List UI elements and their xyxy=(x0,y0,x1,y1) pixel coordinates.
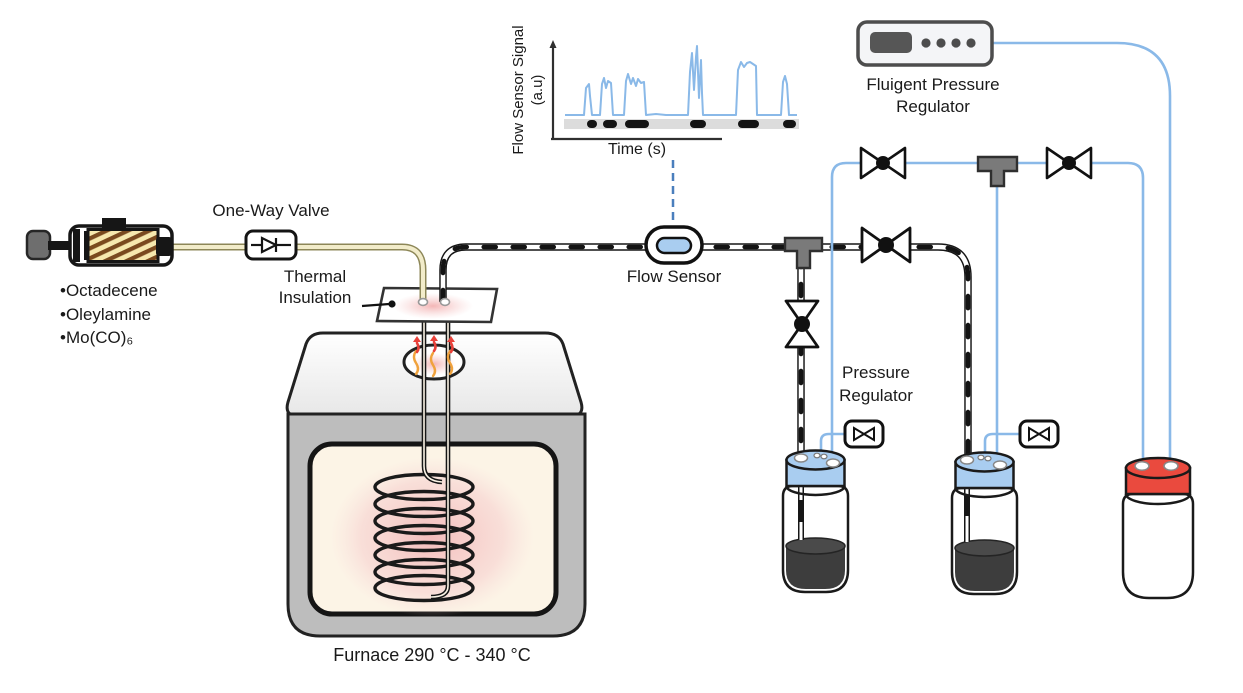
plot-slugs xyxy=(587,120,796,128)
line-left-valve-to-jar1 xyxy=(830,161,861,458)
plot-slug xyxy=(603,120,617,128)
jar1-small-port-a xyxy=(813,452,821,459)
syringe-pump xyxy=(25,218,174,267)
plot-y-axis-label: Flow Sensor Signal (a.u) xyxy=(510,25,546,155)
insulation-ports xyxy=(417,297,451,307)
regulator-display xyxy=(870,32,912,53)
line-relief1-to-jar1 xyxy=(819,432,845,457)
regulator-knob-3 xyxy=(951,38,961,48)
jar2-tube-port xyxy=(959,455,975,465)
jar1-small-port-b xyxy=(820,453,828,460)
thermal-insulation-label: Thermal Insulation xyxy=(278,267,352,307)
jar1-spare-port xyxy=(825,458,841,468)
plunger-cap xyxy=(25,229,52,261)
syringe-content-item: •Mo(CO)₆ xyxy=(60,328,134,347)
plot-slug xyxy=(738,120,759,128)
flow-sensor-label: Flow Sensor xyxy=(626,267,722,286)
plunger-seal xyxy=(73,229,80,262)
line-gas-jar-to-right-valve xyxy=(1091,161,1145,466)
plot-tube-band xyxy=(564,119,799,129)
flow-sensor xyxy=(644,225,704,265)
collection-jar-1-body xyxy=(781,484,850,594)
regulator-knob-2 xyxy=(936,38,946,48)
valve-main-line xyxy=(860,226,912,264)
syringe-content-item: •Octadecene xyxy=(60,281,158,300)
heating-coil xyxy=(373,472,475,603)
plot-y-axis-arrow xyxy=(549,40,557,48)
line-relief2-to-jar2 xyxy=(983,432,1020,459)
fluigent-label: Fluigent Pressure Regulator xyxy=(866,75,1000,116)
regulator-knob-1 xyxy=(921,38,931,48)
relief-valve-icon-jar2 xyxy=(1018,419,1060,449)
jar2-spare-port xyxy=(992,460,1008,470)
plot-x-axis-label: Time (s) xyxy=(607,141,667,158)
tube-tee-junction xyxy=(783,236,824,270)
plot-slug xyxy=(783,120,796,128)
pneumatic-tee-junction xyxy=(976,155,1019,188)
flow-signal-curve xyxy=(565,45,797,116)
pneumatic-lines xyxy=(819,41,1172,466)
furnace xyxy=(285,322,587,638)
relief-valve-icon-jar1 xyxy=(843,419,885,449)
syringe-clip xyxy=(102,218,126,231)
plot-slug xyxy=(690,120,706,128)
gas-jar-port-left xyxy=(1134,461,1150,471)
insulation-leader-line xyxy=(361,300,396,308)
jar2-small-port-a xyxy=(977,454,985,461)
fluigent-pressure-regulator xyxy=(856,20,994,67)
heat-wave-icons xyxy=(412,349,454,378)
furnace-label: Furnace 290 °C - 340 °C xyxy=(333,645,531,665)
syringe-content-item: •Oleylamine xyxy=(60,304,151,324)
plunger-rod xyxy=(48,241,72,250)
syringe-coil-contents xyxy=(86,228,160,263)
heat-arrow-icons xyxy=(413,335,455,354)
collection-jar-1-cap xyxy=(785,449,846,497)
gas-jar-port-right xyxy=(1163,461,1179,471)
syringe-contents-list: •Octadecene •Oleylamine •Mo(CO)₆ xyxy=(60,279,230,350)
plot-slug xyxy=(625,120,649,128)
gas-jar-cap xyxy=(1124,456,1192,506)
one-way-valve-label: One-Way Valve xyxy=(212,201,330,220)
line-regulator-to-gas-jar xyxy=(971,41,1172,466)
flow-sensor-channel xyxy=(655,236,693,255)
gas-jar-body xyxy=(1121,492,1195,600)
regulator-port xyxy=(966,38,976,48)
one-way-valve xyxy=(244,229,298,261)
jar2-small-port-b xyxy=(984,455,992,462)
pressure-regulator-label: Pressure Regulator xyxy=(839,363,913,405)
collection-jar-2-body xyxy=(950,486,1019,596)
syringe-outlet-connector xyxy=(156,237,172,256)
plot-slug xyxy=(587,120,597,128)
flow-signal-plot xyxy=(549,40,799,223)
jar1-tube-port xyxy=(793,453,809,463)
check-valve-icon xyxy=(251,236,291,254)
valve-pneumatic-right xyxy=(1045,146,1093,180)
plot-axes xyxy=(551,45,722,141)
valve-branch-vertical xyxy=(784,299,820,349)
thermal-insulation-block xyxy=(375,286,499,324)
collection-jar-2-cap xyxy=(954,451,1015,499)
coil-inlet-outlet-tubes xyxy=(421,322,451,600)
valve-pneumatic-left xyxy=(859,146,907,180)
